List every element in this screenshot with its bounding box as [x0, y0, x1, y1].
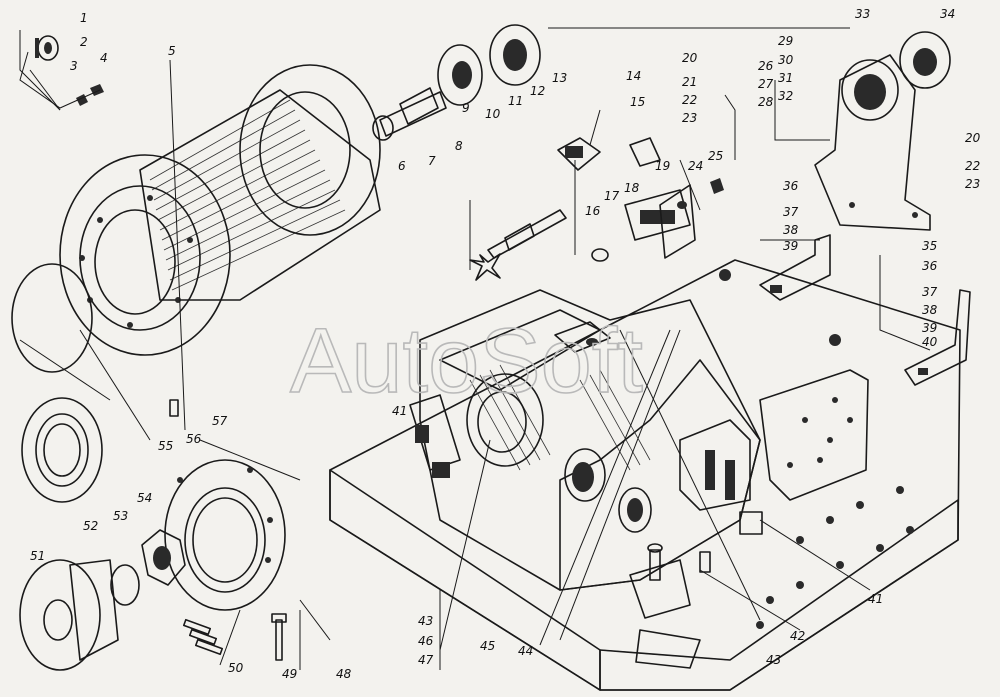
callout-37-a: 37 — [783, 205, 799, 219]
limit-switch-parts — [557, 137, 724, 262]
callout-36-b: 36 — [922, 259, 938, 273]
callout-54: 54 — [137, 491, 152, 505]
gearbox-housing — [409, 289, 761, 619]
callout-35: 35 — [922, 239, 937, 253]
callout-22-a: 22 — [682, 93, 697, 107]
callout-39-a: 39 — [783, 239, 798, 253]
upper-bracket — [814, 31, 951, 231]
callout-20-a: 20 — [682, 51, 698, 65]
callout-21: 21 — [682, 75, 697, 89]
callout-23-a: 23 — [682, 111, 697, 125]
callout-26: 26 — [758, 59, 774, 73]
washer-53 — [110, 564, 140, 606]
callout-1: 1 — [80, 11, 88, 25]
bearing-52 — [21, 397, 103, 503]
callout-56: 56 — [186, 432, 202, 446]
callout-27: 27 — [758, 77, 774, 91]
bolt-49 — [271, 613, 287, 661]
key-56 — [169, 399, 179, 417]
bolt-washer-set-1-4 — [19, 35, 104, 111]
callout-28: 28 — [758, 95, 774, 109]
callout-45: 45 — [480, 639, 495, 653]
callout-48: 48 — [336, 667, 352, 681]
callout-22-b: 22 — [965, 159, 980, 173]
callout-labels: 1 2 3 4 5 6 7 8 9 10 11 12 13 14 15 16 1… — [30, 7, 981, 681]
callout-7: 7 — [428, 154, 436, 168]
callout-36-a: 36 — [783, 179, 799, 193]
pins-50 — [182, 618, 224, 656]
callout-14: 14 — [626, 69, 641, 83]
side-plate-holes — [787, 397, 853, 468]
shaft-and-bearings — [372, 24, 567, 281]
callout-9: 9 — [462, 101, 470, 115]
hex-nut-54 — [141, 529, 186, 586]
gear-51 — [19, 559, 119, 671]
callout-15: 15 — [630, 95, 645, 109]
callout-20-b: 20 — [965, 131, 981, 145]
callout-34: 34 — [940, 7, 955, 21]
callout-38-a: 38 — [783, 223, 799, 237]
callout-42: 42 — [790, 629, 805, 643]
callout-47: 47 — [418, 653, 434, 667]
leader-lines — [19, 27, 931, 670]
callout-3: 3 — [70, 59, 78, 73]
callout-24: 24 — [688, 159, 703, 173]
callout-50: 50 — [228, 661, 244, 675]
callout-11: 11 — [508, 94, 523, 108]
callout-49: 49 — [282, 667, 297, 681]
callout-5: 5 — [168, 44, 176, 58]
callout-30: 30 — [778, 53, 794, 67]
callout-6: 6 — [398, 159, 406, 173]
ring-gear-57 — [164, 459, 286, 611]
cable-drum — [59, 64, 381, 356]
callout-39-b: 39 — [922, 321, 937, 335]
callout-10: 10 — [485, 107, 501, 121]
callout-44: 44 — [518, 644, 533, 658]
callout-46: 46 — [418, 634, 434, 648]
callout-31: 31 — [778, 71, 793, 85]
frame-bolt-holes — [719, 269, 914, 629]
callout-38-b: 38 — [922, 303, 938, 317]
callout-53: 53 — [113, 509, 128, 523]
callout-16: 16 — [585, 204, 601, 218]
retaining-ring — [11, 263, 93, 373]
callout-4: 4 — [100, 51, 108, 65]
callout-37-b: 37 — [922, 285, 938, 299]
callout-43-a: 43 — [766, 653, 781, 667]
callout-40: 40 — [922, 335, 938, 349]
callout-33: 33 — [855, 7, 870, 21]
watermark: AutoSoft — [290, 310, 643, 412]
callout-43-b: 43 — [418, 614, 433, 628]
callout-8: 8 — [455, 139, 463, 153]
callout-41-a: 41 — [392, 404, 407, 418]
callout-12: 12 — [530, 84, 545, 98]
callout-57: 57 — [212, 414, 228, 428]
callout-32: 32 — [778, 89, 793, 103]
callout-17: 17 — [604, 189, 620, 203]
angle-brackets — [759, 234, 971, 386]
callout-41-b: 41 — [868, 592, 883, 606]
callout-23-b: 23 — [965, 177, 980, 191]
callout-51: 51 — [30, 549, 45, 563]
callout-25: 25 — [708, 149, 723, 163]
callout-52: 52 — [83, 519, 98, 533]
callout-13: 13 — [552, 71, 567, 85]
base-frame — [329, 259, 961, 691]
callout-19: 19 — [655, 159, 670, 173]
callout-29: 29 — [778, 34, 793, 48]
callout-55: 55 — [158, 439, 173, 453]
callout-18: 18 — [624, 181, 640, 195]
callout-2: 2 — [80, 35, 88, 49]
